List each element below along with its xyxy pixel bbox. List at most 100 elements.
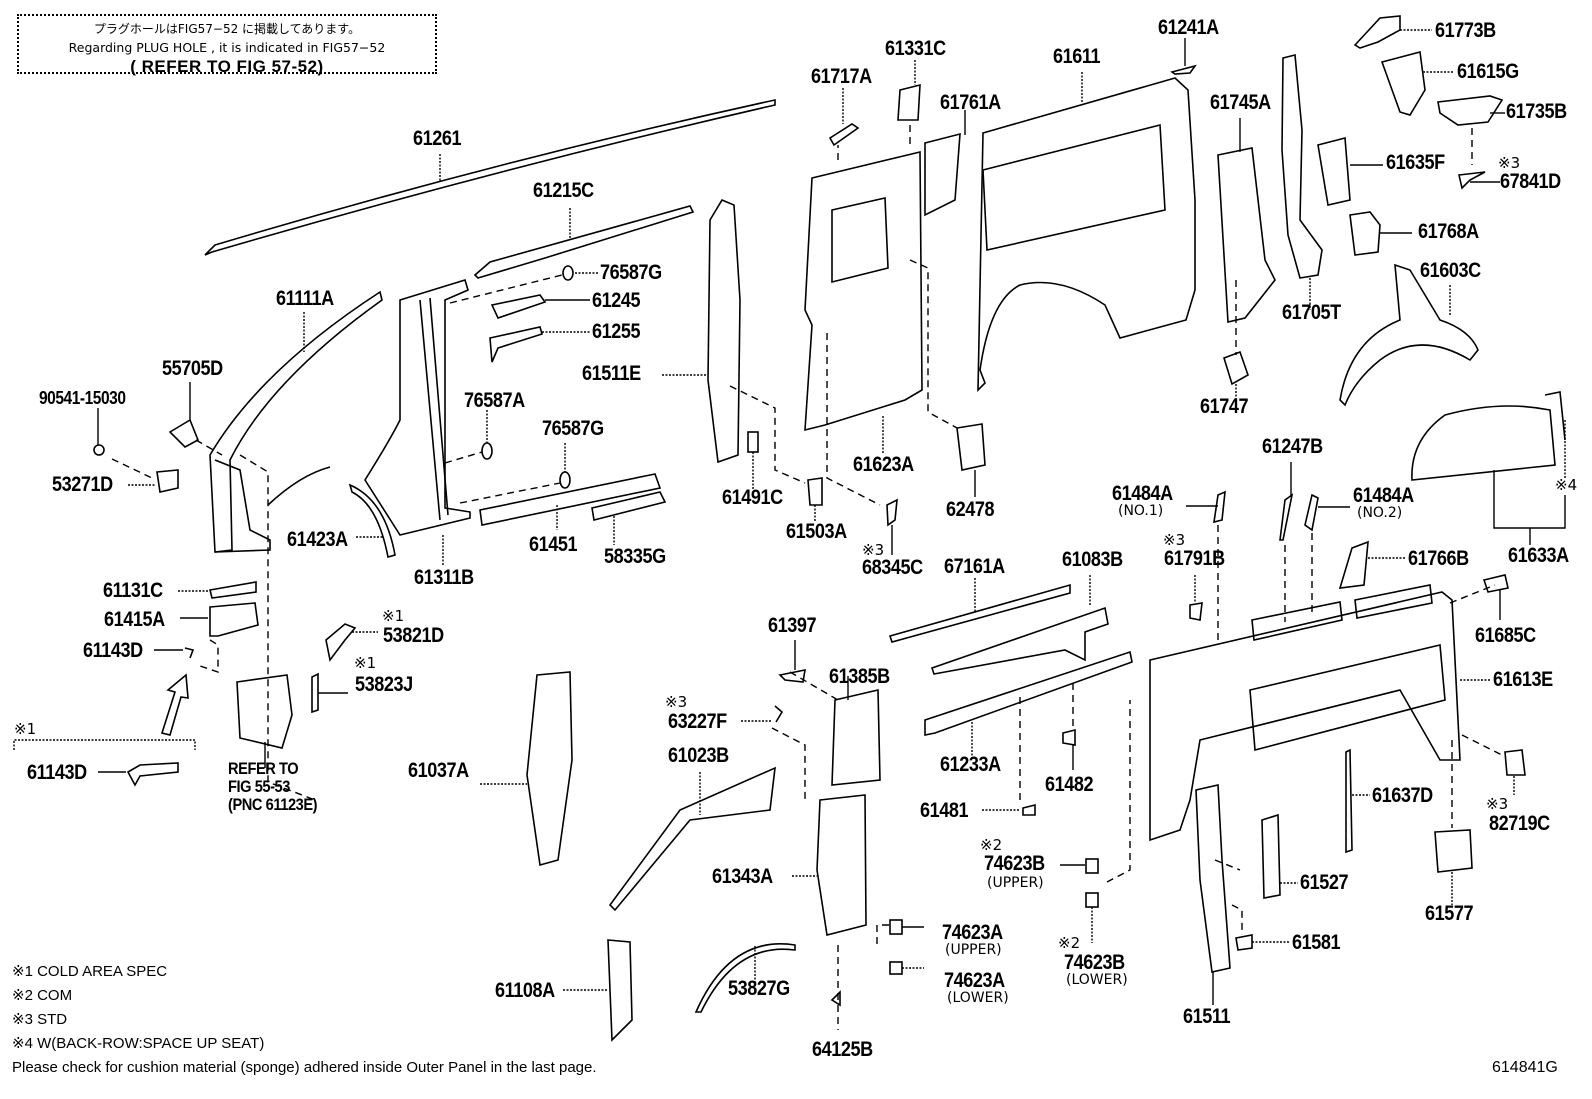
- inner-window-sketch: [1249, 644, 1446, 752]
- part-label-61761A[interactable]: 61761A: [940, 91, 1001, 114]
- part-label-61491C[interactable]: 61491C: [722, 486, 783, 509]
- part-label-61768A[interactable]: 61768A: [1418, 220, 1479, 243]
- part-label-53823J[interactable]: 53823J: [355, 673, 413, 696]
- part-label-61717A[interactable]: 61717A: [811, 65, 872, 88]
- part-label-61385B[interactable]: 61385B: [829, 665, 890, 688]
- part-label-61111A[interactable]: 61111A: [276, 287, 334, 310]
- part-label-76587G-lower[interactable]: 76587G: [542, 417, 604, 440]
- part-label-61577[interactable]: 61577: [1425, 902, 1474, 925]
- part-label-74623A-lower[interactable]: 74623A: [944, 969, 1005, 992]
- part-61241A-sketch: [1170, 64, 1197, 75]
- part-label-74623B-upper[interactable]: 74623B: [984, 852, 1045, 875]
- part-label-61685C[interactable]: 61685C: [1475, 624, 1536, 647]
- part-label-61511E[interactable]: 61511E: [582, 362, 641, 385]
- part-label-61527[interactable]: 61527: [1300, 871, 1349, 894]
- part-label-53271D[interactable]: 53271D: [52, 473, 113, 496]
- part-label-61503A[interactable]: 61503A: [786, 520, 847, 543]
- part-61111A-sketch: [209, 290, 383, 553]
- part-label-82719C[interactable]: 82719C: [1489, 812, 1550, 835]
- part-label-67161A[interactable]: 67161A: [944, 555, 1005, 578]
- part-label-61397[interactable]: 61397: [768, 614, 817, 637]
- part-label-61261[interactable]: 61261: [413, 127, 462, 150]
- part-label-61481[interactable]: 61481: [920, 799, 969, 822]
- part-label-58335G[interactable]: 58335G: [604, 545, 666, 568]
- part-label-61215C[interactable]: 61215C: [533, 179, 594, 202]
- part-61633A-sketch: [1411, 405, 1556, 481]
- part-82719C-sketch: [1504, 749, 1526, 776]
- part-label-61482[interactable]: 61482: [1045, 773, 1094, 796]
- part-label-61037A[interactable]: 61037A: [408, 759, 469, 782]
- part-label-53821D[interactable]: 53821D: [383, 624, 444, 647]
- part-label-61705T[interactable]: 61705T: [1282, 301, 1341, 324]
- note-mark-74623B-lower: ※2: [1058, 934, 1081, 952]
- part-label-61255[interactable]: 61255: [592, 320, 641, 343]
- part-61773B-sketch: [1353, 15, 1401, 49]
- part-label-61484A-no1[interactable]: 61484A: [1112, 482, 1173, 505]
- part-61633A-alt-sketch: [1544, 391, 1566, 441]
- part-label-61745A[interactable]: 61745A: [1210, 91, 1271, 114]
- part-61481-sketch: [1022, 803, 1036, 816]
- part-label-61611[interactable]: 61611: [1053, 45, 1101, 68]
- part-61613E-sketch: [1149, 591, 1461, 842]
- part-label-61143D[interactable]: 61143D: [83, 639, 143, 662]
- part-label-61241A[interactable]: 61241A: [1158, 16, 1219, 39]
- part-label-61233A[interactable]: 61233A: [940, 753, 1001, 776]
- part-label-53827G[interactable]: 53827G: [728, 977, 790, 1000]
- part-label-61615G[interactable]: 61615G: [1457, 60, 1519, 83]
- part-label-61484A-no2[interactable]: 61484A: [1353, 484, 1414, 507]
- part-label-61633A[interactable]: 61633A: [1508, 544, 1569, 567]
- part-label-68345C[interactable]: 68345C: [862, 556, 923, 579]
- part-61747-sketch: [1223, 350, 1249, 386]
- part-label-61451[interactable]: 61451: [529, 533, 578, 556]
- part-61705T-sketch: [1281, 53, 1323, 279]
- part-label-74623A-upper[interactable]: 74623A: [942, 921, 1003, 944]
- note-mark-61791B: ※3: [1163, 531, 1186, 549]
- part-label-61023B[interactable]: 61023B: [668, 744, 729, 767]
- part-label-61143D-cold[interactable]: 61143D: [27, 761, 87, 784]
- part-label-61247B[interactable]: 61247B: [1262, 435, 1323, 458]
- legend-item-1: ※1 COLD AREA SPEC: [12, 963, 168, 980]
- part-label-61773B[interactable]: 61773B: [1435, 19, 1496, 42]
- part-label-61311B[interactable]: 61311B: [414, 566, 474, 589]
- part-label-62478[interactable]: 62478: [946, 498, 995, 521]
- part-61511E-sketch: [707, 198, 741, 464]
- note-mark-63227F: ※3: [665, 693, 688, 711]
- part-label-61423A[interactable]: 61423A: [287, 528, 348, 551]
- part-label-61245[interactable]: 61245: [592, 289, 641, 312]
- part-label-76587A[interactable]: 76587A: [464, 389, 525, 412]
- refer-note-line1: REFER TO: [228, 759, 299, 778]
- part-61397-sketch: [778, 668, 806, 683]
- part-label-61511[interactable]: 61511: [1183, 1005, 1231, 1028]
- part-label-61343A[interactable]: 61343A: [712, 865, 773, 888]
- part-61482-sketch: [1062, 728, 1076, 746]
- part-label-55705D[interactable]: 55705D: [162, 357, 223, 380]
- part-label-61131C[interactable]: 61131C: [103, 579, 163, 602]
- part-label-61415A[interactable]: 61415A: [104, 608, 165, 631]
- refer-note-line2[interactable]: FIG 55-53: [228, 777, 290, 796]
- part-label-61766B[interactable]: 61766B: [1408, 547, 1469, 570]
- part-label-61083B[interactable]: 61083B: [1062, 548, 1123, 571]
- part-label-74623B-lower[interactable]: 74623B: [1064, 951, 1125, 974]
- part-label-61635F[interactable]: 61635F: [1386, 151, 1445, 174]
- part-61735B-sketch: [1437, 95, 1504, 126]
- part-label-67841D[interactable]: 67841D: [1500, 170, 1561, 193]
- part-label-61331C[interactable]: 61331C: [885, 37, 946, 60]
- part-label-63227F[interactable]: 63227F: [668, 710, 727, 733]
- part-label-61581[interactable]: 61581: [1292, 931, 1341, 954]
- part-label-61637D[interactable]: 61637D: [1372, 784, 1433, 807]
- part-label-61623A[interactable]: 61623A: [853, 453, 914, 476]
- part-label-90541-15030[interactable]: 90541-15030: [39, 388, 126, 408]
- part-label-61108A[interactable]: 61108A: [495, 979, 555, 1002]
- part-61261-sketch: [204, 99, 776, 256]
- part-label-61613E[interactable]: 61613E: [1493, 668, 1553, 691]
- part-label-61735B[interactable]: 61735B: [1506, 100, 1567, 123]
- part-label-76587G-upper[interactable]: 76587G: [600, 261, 662, 284]
- footer-note: Please check for cushion material (spong…: [12, 1059, 597, 1076]
- note-line-ref[interactable]: ( REFER TO FIG 57-52): [130, 57, 324, 76]
- part-label-64125B[interactable]: 64125B: [812, 1038, 873, 1061]
- note-mark-74623B-upper: ※2: [980, 836, 1003, 854]
- part-label-61791B[interactable]: 61791B: [1164, 547, 1225, 570]
- part-label-61603C[interactable]: 61603C: [1420, 259, 1481, 282]
- part-label-61747[interactable]: 61747: [1200, 395, 1249, 418]
